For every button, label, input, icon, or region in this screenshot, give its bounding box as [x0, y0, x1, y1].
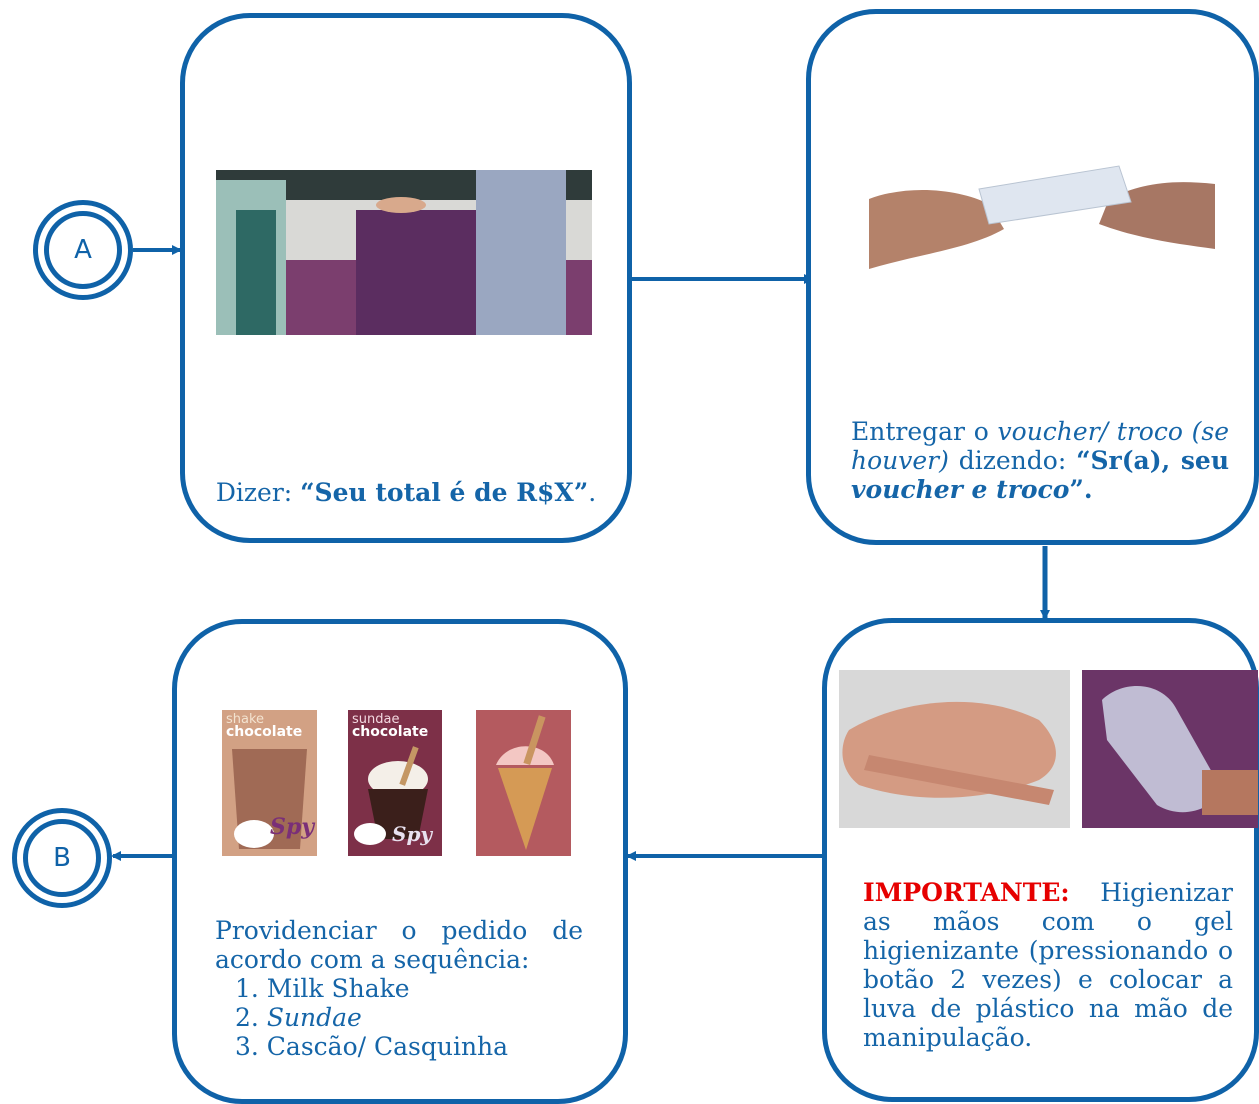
step-3-text: IMPORTANTE: Higienizar as mãos com o gel…	[863, 878, 1233, 1052]
step-2-text: Entregar o voucher/ troco (se houver) di…	[851, 417, 1229, 504]
shake-poster: shake chocolate Spy	[222, 710, 317, 856]
list-item: 2. Sundae	[235, 1003, 362, 1032]
step-3-body: Higienizar as mãos com o gel higienizant…	[863, 878, 1233, 1052]
sundae-poster-main: chocolate	[352, 724, 429, 740]
connector-b-label: B	[53, 843, 71, 873]
connector-a-label: A	[74, 235, 92, 265]
sundae-poster-top: sundae	[352, 712, 400, 727]
sundae-poster-brand: Spy	[392, 822, 433, 846]
shake-poster-brand: Spy	[270, 814, 315, 840]
step-2-t1: Entregar o	[851, 417, 998, 446]
step-1-suffix: .	[588, 478, 597, 507]
plastic-glove-photo	[1082, 670, 1258, 828]
step-3-box: IMPORTANTE: Higienizar as mãos com o gel…	[822, 618, 1259, 1102]
step-4-box: shake chocolate Spy sundae chocolate Spy…	[172, 619, 628, 1104]
list-item: 1. Milk Shake	[235, 974, 410, 1003]
step-2-t4: “Sr(a), seu	[1076, 446, 1229, 475]
hands-gel-photo	[839, 670, 1070, 828]
shake-poster-main: chocolate	[226, 724, 303, 740]
step-1-quote: “Seu total é de R$X”	[300, 478, 589, 507]
list-item: 3. Cascão/ Casquinha	[235, 1032, 509, 1061]
order-sequence-list: 1. Milk Shake 2. Sundae 3. Cascão/ Casqu…	[215, 974, 583, 1061]
cone-poster	[476, 710, 571, 856]
voucher-handover-photo	[869, 154, 1215, 272]
step-2-t3: dizendo:	[948, 446, 1077, 475]
connector-a: A	[33, 200, 133, 300]
step-2-t6: ”.	[1069, 475, 1093, 504]
step-1-text: Dizer: “Seu total é de R$X”.	[185, 478, 627, 507]
step-2-box: Entregar o voucher/ troco (se houver) di…	[806, 9, 1259, 545]
step-2-t5: voucher e troco	[851, 475, 1070, 504]
step-1-prefix: Dizer:	[215, 478, 301, 507]
cashier-photo	[216, 170, 592, 335]
sundae-poster: sundae chocolate Spy	[348, 710, 442, 856]
important-label: IMPORTANTE:	[863, 878, 1070, 907]
step-1-box: Dizer: “Seu total é de R$X”.	[180, 13, 632, 543]
step-2-t2: voucher/ troco (se houver)	[851, 417, 1229, 475]
connector-b: B	[12, 808, 112, 908]
step-4-intro: Providenciar o pedido de acordo com a se…	[215, 916, 583, 974]
shake-poster-top: shake	[226, 712, 265, 727]
